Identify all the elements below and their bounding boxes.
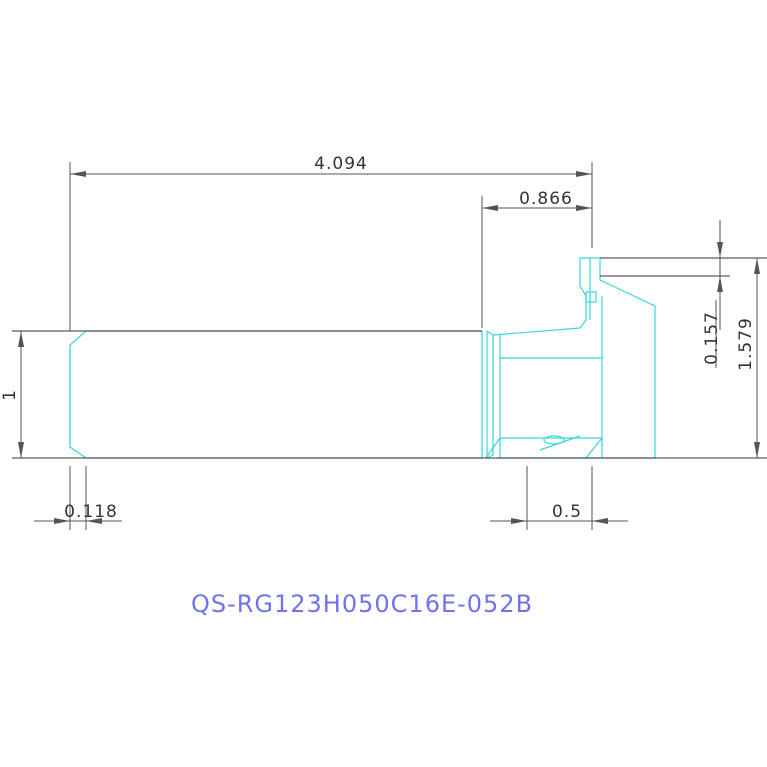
dim-text-overall-length: 4.094	[314, 154, 368, 174]
dim-text-grip-offset: 0.5	[552, 502, 582, 522]
head-outline	[492, 257, 656, 459]
dim-text-head-length: 0.866	[519, 189, 573, 209]
dim-grip-offset: 0.5	[490, 466, 628, 530]
dim-text-overall-height: 1.579	[736, 317, 756, 371]
dim-overall-height: 1.579	[736, 258, 760, 458]
dim-head-length: 0.866	[481, 189, 592, 328]
shank-outline	[69, 330, 482, 459]
part-outline	[69, 257, 656, 459]
dim-step-height: 0.157	[702, 220, 723, 368]
dim-shank-height: 1	[0, 331, 24, 458]
dim-text-shank-height: 1	[0, 389, 20, 401]
dim-overall-length: 4.094	[69, 154, 593, 331]
dim-chamfer: 0.118	[34, 466, 122, 530]
coolant-hole	[543, 435, 565, 445]
dim-text-chamfer: 0.118	[64, 502, 118, 522]
dim-text-step-height: 0.157	[702, 311, 722, 365]
part-number-label: QS-RG123H050C16E-052B	[191, 590, 533, 618]
reference-lines	[12, 257, 767, 459]
